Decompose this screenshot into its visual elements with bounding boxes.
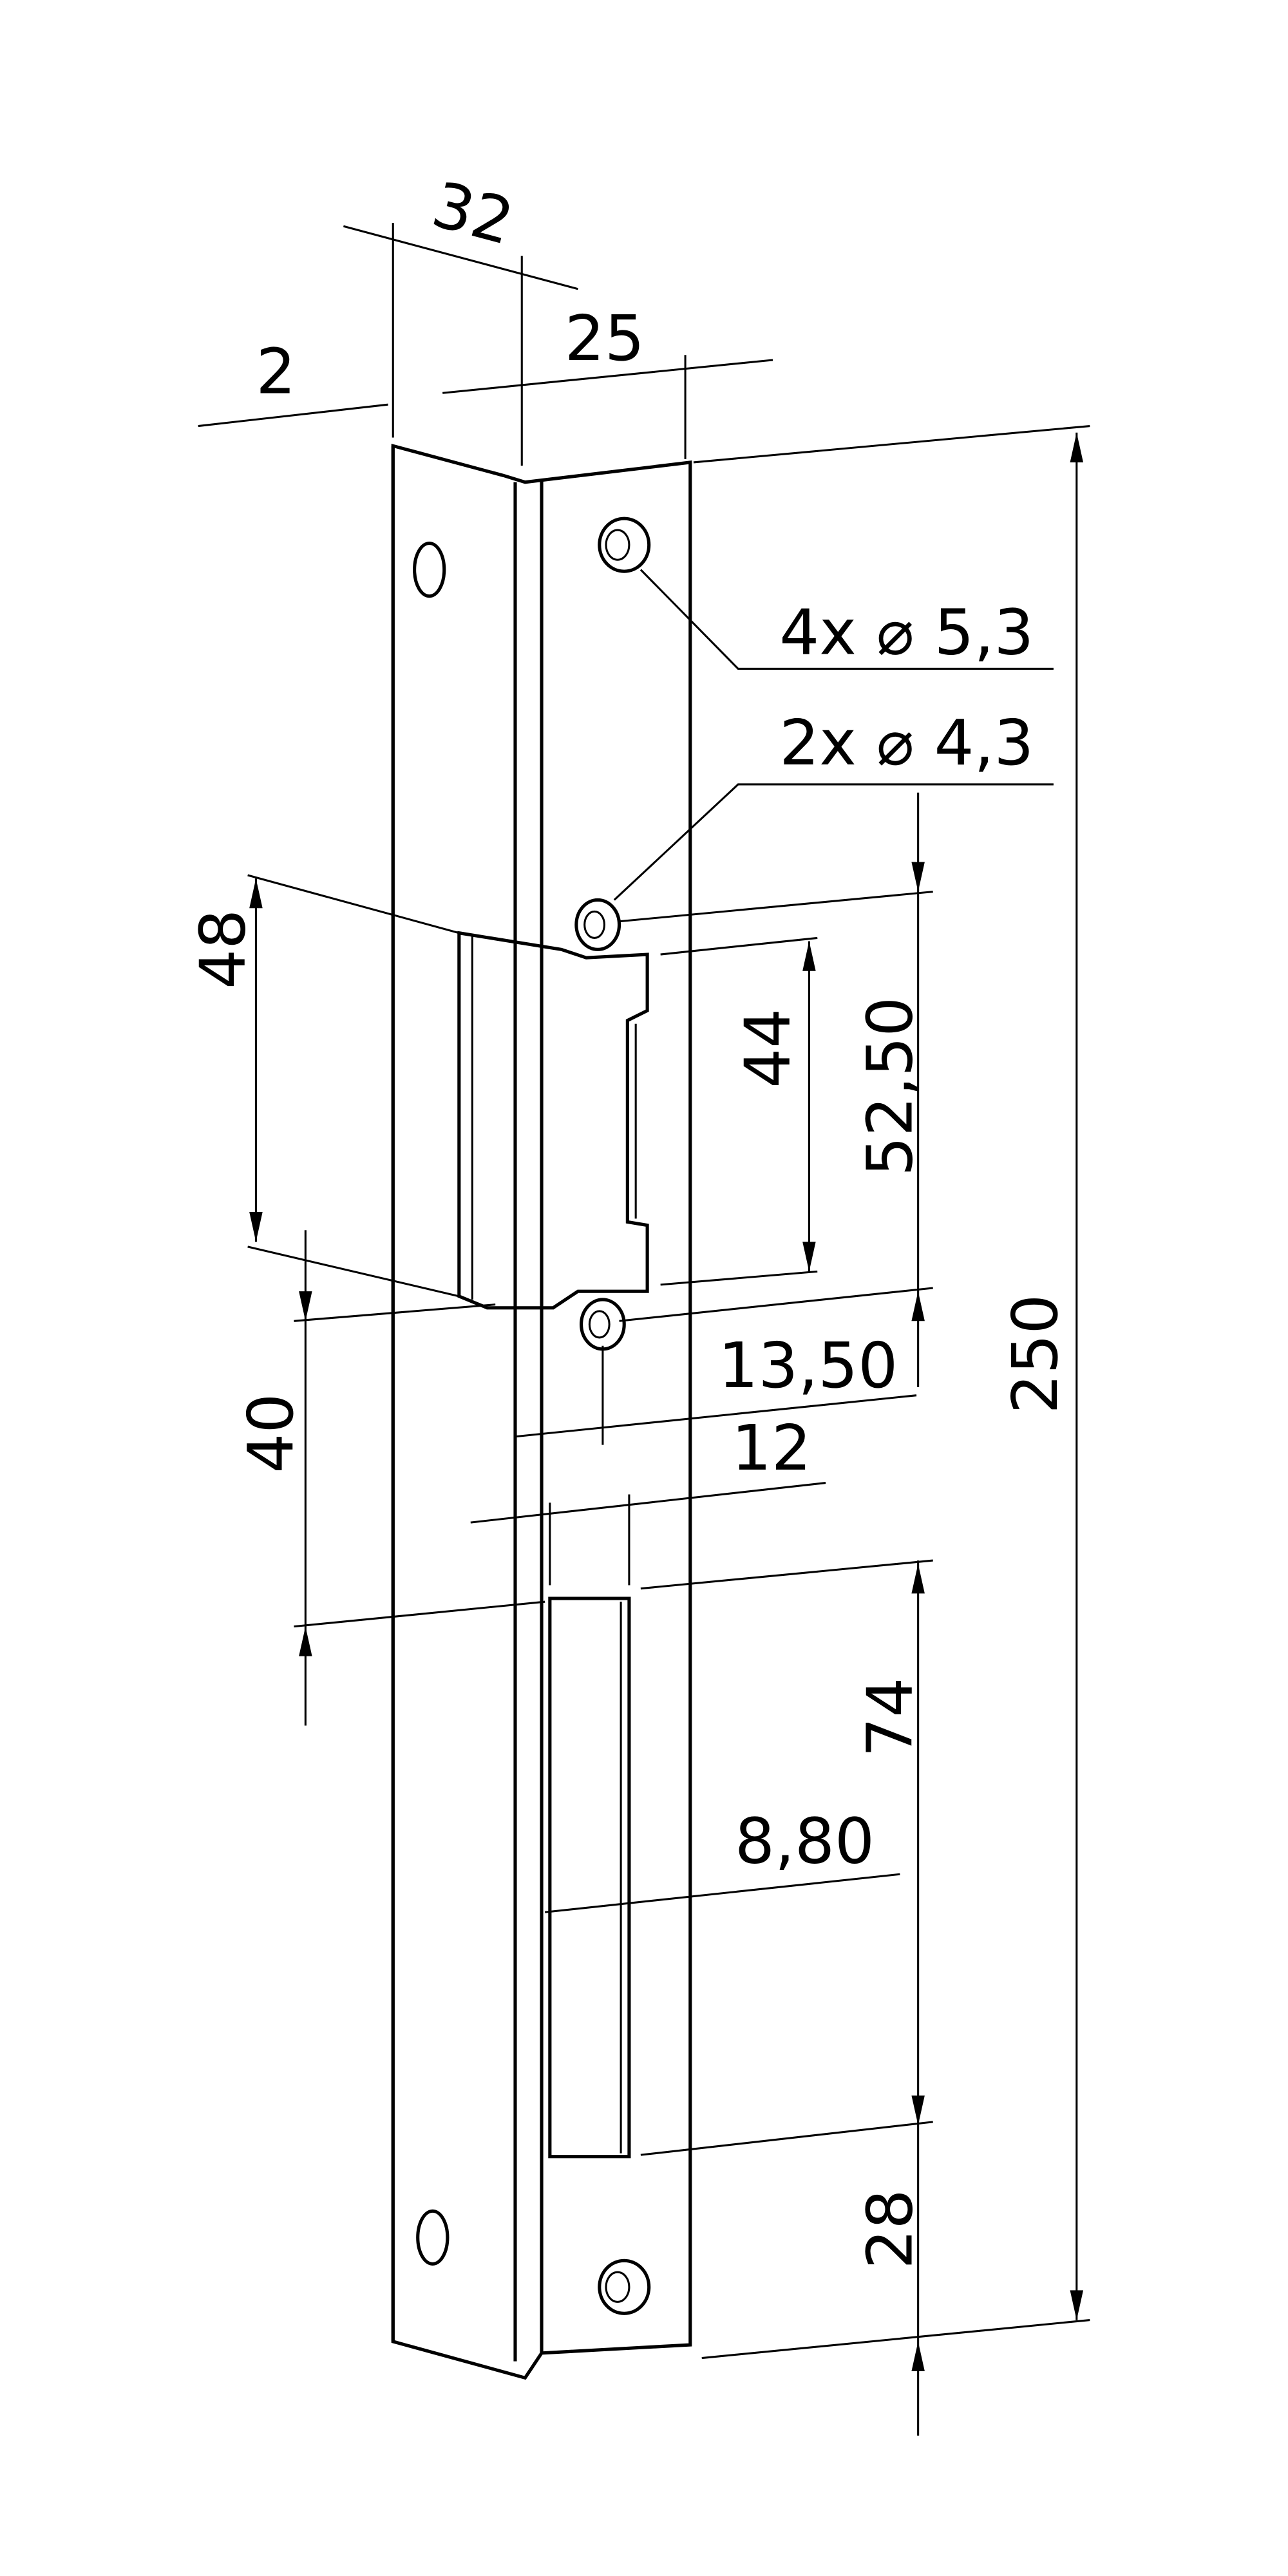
dimension-lines — [198, 223, 1090, 2436]
dimension-arrows — [249, 432, 1084, 2372]
mounting-holes — [413, 516, 651, 2315]
dim-slot-width: 8,80 — [735, 1804, 875, 1877]
dim-hole-small: 2x ⌀ 4,3 — [779, 706, 1034, 779]
dim-plate-width: 25 — [565, 302, 645, 375]
strike-plate-part — [391, 443, 692, 2380]
dim-strike-height: 48 — [186, 909, 259, 989]
dim-gap-to-slot: 40 — [234, 1394, 307, 1473]
dim-hole-offset: 13,50 — [718, 1329, 898, 1402]
dim-hole-spacing: 52,50 — [853, 997, 926, 1177]
dim-overall-length: 250 — [999, 1294, 1072, 1414]
dim-hole-large: 4x ⌀ 5,3 — [779, 596, 1034, 668]
dim-opening-height: 44 — [732, 1009, 804, 1088]
dim-flange-thickness: 2 — [256, 335, 296, 408]
dim-slot-length: 74 — [853, 1678, 926, 1757]
dim-total-width: 32 — [425, 168, 521, 259]
dim-slot-offset: 12 — [732, 1412, 811, 1484]
dim-bottom-margin: 28 — [853, 2190, 926, 2269]
